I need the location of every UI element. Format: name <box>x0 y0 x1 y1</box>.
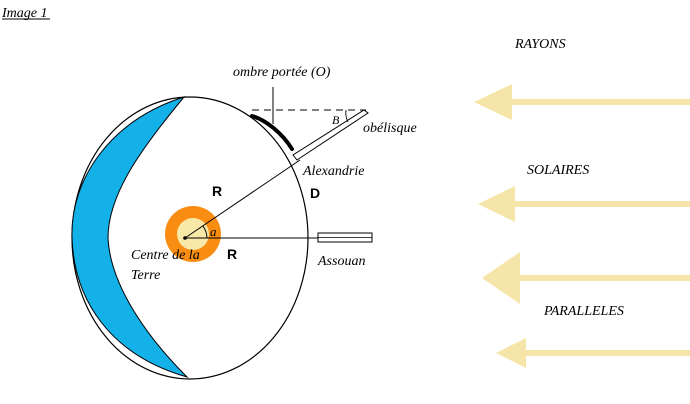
ocean-crescent <box>71 96 189 379</box>
alpha-label: a <box>210 224 217 239</box>
assouan-label: Assouan <box>317 254 365 269</box>
obelisque-label: obélisque <box>363 121 417 136</box>
alexandrie-label: Alexandrie <box>302 164 364 179</box>
ombre-label: ombre portée (O) <box>233 65 331 80</box>
rays-word-3: PARALLELES <box>543 304 624 319</box>
alpha-arc <box>202 225 208 239</box>
beta-arc <box>345 109 349 123</box>
sun-ray-2 <box>478 186 690 222</box>
beta-label: B <box>332 113 340 127</box>
sun-ray-1 <box>474 84 690 120</box>
rays-word-1: RAYONS <box>514 37 566 52</box>
sun-ray-3 <box>482 252 690 304</box>
d-label: D <box>310 185 320 201</box>
r-top-label: R <box>212 183 222 199</box>
centre-label-line2: Terre <box>131 268 160 283</box>
earth-center-dot <box>183 236 187 240</box>
image-label: Image 1 <box>1 6 48 21</box>
earth-core-inner <box>177 218 209 250</box>
radius-to-alexandrie <box>184 159 301 239</box>
rays-word-2: SOLAIRES <box>527 163 589 178</box>
sun-ray-4 <box>496 338 690 368</box>
cast-shadow <box>250 114 294 151</box>
obelisk <box>292 109 369 161</box>
r-bottom-label: R <box>227 246 237 262</box>
centre-label-line1: Centre de la <box>131 248 200 263</box>
